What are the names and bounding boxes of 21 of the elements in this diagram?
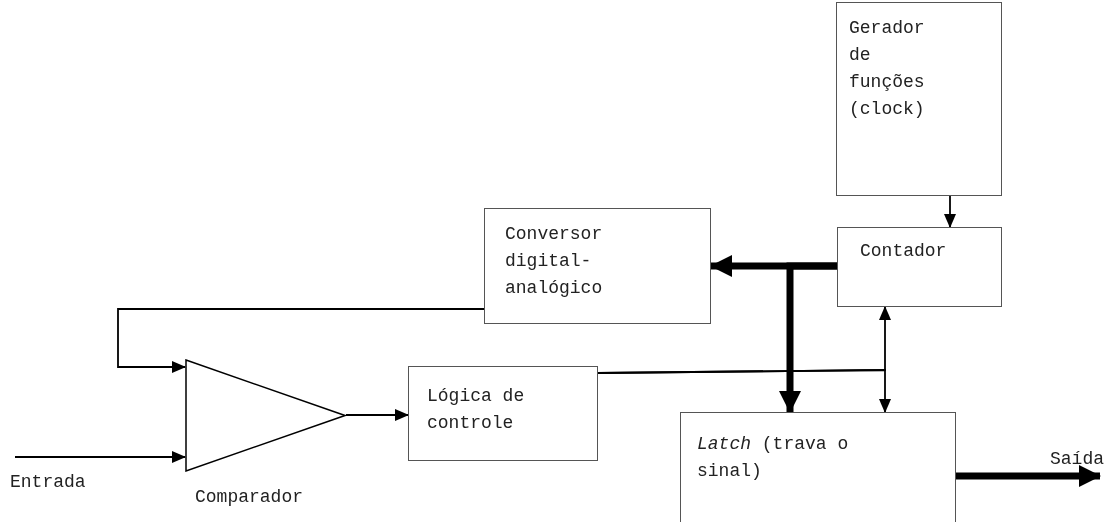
block-label: Latch (trava o sinal) (697, 433, 850, 483)
block-box (836, 2, 1002, 196)
arrow (597, 369, 891, 413)
block-box (680, 412, 956, 522)
arrow (944, 195, 956, 228)
block-label: Lógica de controle (427, 385, 526, 435)
block-label: Gerador de funções (clock) (849, 17, 926, 121)
block-box (837, 227, 1002, 307)
block-label: Conversor digital-analógico (505, 223, 604, 300)
comparator-triangle (185, 359, 346, 472)
block-box (408, 366, 598, 461)
signal-text: Entrada (10, 471, 87, 494)
signal-text: Saída (1050, 448, 1105, 471)
block-caption: Comparador (195, 486, 304, 508)
arrow (117, 308, 485, 373)
arrow (779, 262, 837, 413)
arrow (14, 451, 186, 463)
arrow (956, 465, 1101, 487)
block-label: Contador (860, 240, 948, 263)
block-box (484, 208, 711, 324)
arrow (345, 409, 409, 421)
